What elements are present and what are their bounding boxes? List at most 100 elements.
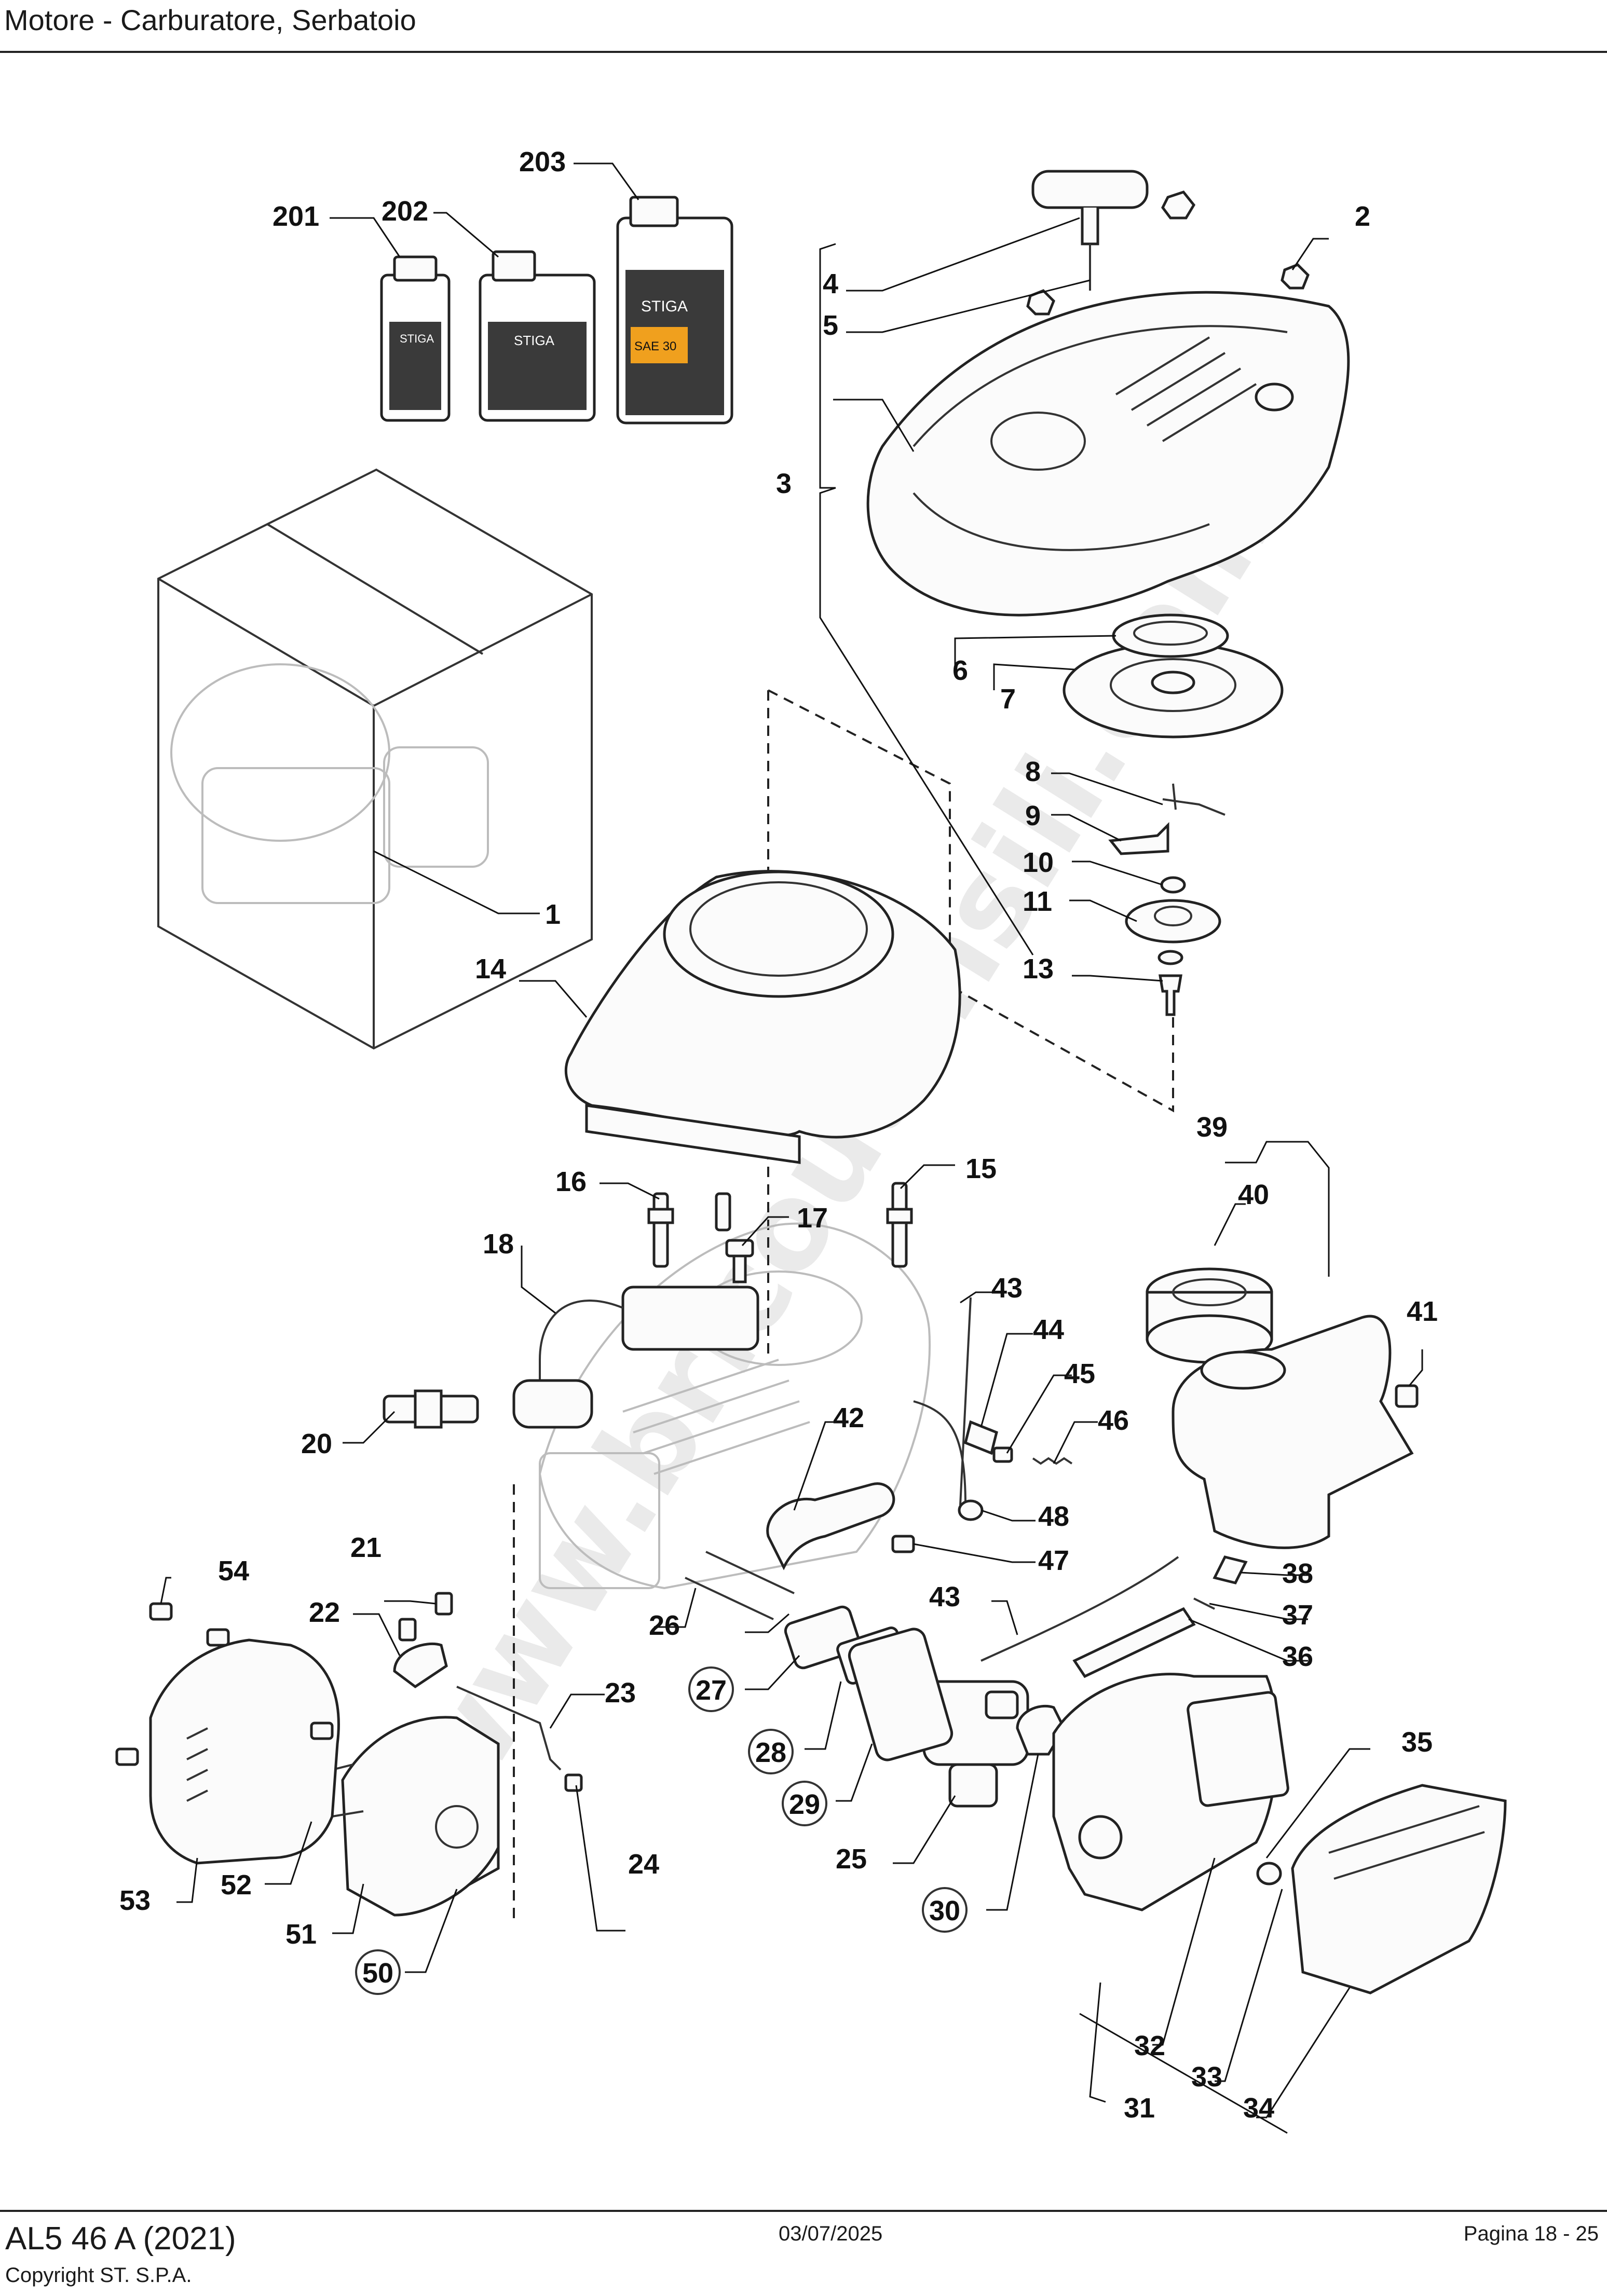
callout-36: 36 <box>1282 1641 1313 1672</box>
oil-bottle-202: STIGA <box>479 250 596 422</box>
callout-54: 54 <box>218 1555 249 1587</box>
page-header: Motore - Carburatore, Serbatoio <box>0 0 1607 54</box>
gasket-29 <box>848 1628 954 1761</box>
ignition-coil <box>512 1286 759 1429</box>
bracket-44 <box>964 1420 998 1455</box>
callouts: 1 2 3 4 5 6 7 8 9 10 11 13 14 15 16 17 1… <box>119 146 1438 2124</box>
callout-15: 15 <box>965 1153 997 1184</box>
throttle-link-43 <box>913 1297 972 1506</box>
starter-pulley <box>1063 613 1284 739</box>
callout-16: 16 <box>555 1166 587 1197</box>
callout-201: 201 <box>273 201 319 232</box>
callout-27: 27 <box>696 1675 727 1706</box>
bolt-41 <box>1395 1384 1419 1408</box>
fuel-line-42 <box>766 1482 895 1570</box>
air-filter-cover <box>1291 1784 1507 1994</box>
alignment-line-upper <box>767 689 1174 1360</box>
bottle-201-brand: STIGA <box>400 332 434 345</box>
callout-3: 3 <box>776 468 792 499</box>
stud-16 <box>647 1192 731 1268</box>
stud-15 <box>886 1182 913 1268</box>
spark-plug <box>383 1389 479 1429</box>
nut-33 <box>1256 1862 1282 1885</box>
callout-44: 44 <box>1033 1314 1064 1345</box>
fuel-cap <box>1146 1267 1273 1364</box>
callout-26: 26 <box>649 1610 680 1641</box>
exploded-parts-diagram: www.bricoutensili.com STIGA STIGA STIGA … <box>115 146 1507 2134</box>
nut-2b <box>1281 263 1310 290</box>
callout-23: 23 <box>605 1677 636 1709</box>
copyright: Copyright ST. S.P.A. <box>5 2264 192 2287</box>
fuel-tank <box>1172 1315 1414 1549</box>
callout-40: 40 <box>1238 1179 1269 1210</box>
callout-46: 46 <box>1098 1405 1129 1436</box>
callout-47: 47 <box>1038 1545 1069 1576</box>
oil-bottle-203: STIGA SAE 30 <box>616 196 733 425</box>
callout-5: 5 <box>823 310 838 341</box>
muffler-shield <box>149 1638 340 1865</box>
spring-9 <box>1108 822 1169 855</box>
bracket-22 <box>393 1642 448 1689</box>
callout-24: 24 <box>628 1849 659 1880</box>
callout-42: 42 <box>833 1402 864 1433</box>
choke-rod-43 <box>980 1556 1179 1662</box>
callout-31: 31 <box>1124 2093 1155 2124</box>
air-filter-housing <box>1052 1673 1289 1911</box>
callout-22: 22 <box>309 1597 340 1628</box>
bolt-47 <box>891 1535 915 1553</box>
footer-divider <box>0 2210 1607 2212</box>
callout-45: 45 <box>1064 1358 1095 1389</box>
callout-13: 13 <box>1023 953 1054 985</box>
callout-7: 7 <box>1000 684 1016 715</box>
bolt-21a <box>398 1618 417 1642</box>
callout-38: 38 <box>1282 1558 1313 1589</box>
clip-37 <box>1193 1597 1215 1610</box>
callout-34: 34 <box>1243 2093 1274 2124</box>
callout-51: 51 <box>285 1919 317 1950</box>
nut-2c <box>1026 289 1055 316</box>
callout-43b: 43 <box>929 1581 960 1612</box>
bolt-54d <box>310 1721 334 1740</box>
bolt-21b <box>434 1592 453 1616</box>
callout-29: 29 <box>789 1789 820 1820</box>
spring-46 <box>1032 1457 1073 1465</box>
ratchet-8 <box>1162 783 1225 816</box>
bottle-203-grade: SAE 30 <box>634 339 676 353</box>
callout-14: 14 <box>475 953 506 985</box>
leader-lines <box>160 162 1423 2134</box>
callout-52: 52 <box>221 1869 252 1901</box>
nut-2a <box>1161 190 1196 220</box>
clip-24 <box>564 1773 583 1792</box>
bolt-54b <box>206 1628 230 1647</box>
callout-53: 53 <box>119 1885 151 1916</box>
callout-11: 11 <box>1023 886 1052 917</box>
bolt-54c <box>115 1747 139 1766</box>
oil-bottle-201: STIGA <box>380 255 451 422</box>
callout-33: 33 <box>1191 2061 1222 2093</box>
callout-6: 6 <box>952 655 968 686</box>
callout-21: 21 <box>350 1532 382 1563</box>
header-divider <box>0 51 1607 53</box>
spring-10 <box>1160 876 1186 894</box>
bottle-203-brand: STIGA <box>641 298 688 315</box>
callout-1: 1 <box>545 899 561 930</box>
recoil-starter-cover <box>866 291 1350 617</box>
callout-8: 8 <box>1025 756 1041 787</box>
callout-25: 25 <box>836 1843 867 1875</box>
washer-48 <box>958 1499 984 1521</box>
callout-41: 41 <box>1407 1296 1438 1327</box>
callout-2: 2 <box>1355 201 1370 232</box>
callout-202: 202 <box>382 196 428 227</box>
callout-4: 4 <box>823 268 838 299</box>
callout-37: 37 <box>1282 1600 1313 1631</box>
callout-30: 30 <box>929 1895 960 1926</box>
bolt-17 <box>725 1239 754 1283</box>
callout-35: 35 <box>1401 1727 1433 1758</box>
muffler <box>341 1716 500 1917</box>
page-number: Pagina 18 - 25 <box>1463 2222 1599 2245</box>
bolt-54a <box>149 1602 173 1621</box>
starter-handle <box>1031 170 1149 291</box>
callout-9: 9 <box>1025 800 1041 831</box>
friction-plate-11 <box>1125 899 1221 944</box>
callout-28: 28 <box>755 1737 786 1768</box>
